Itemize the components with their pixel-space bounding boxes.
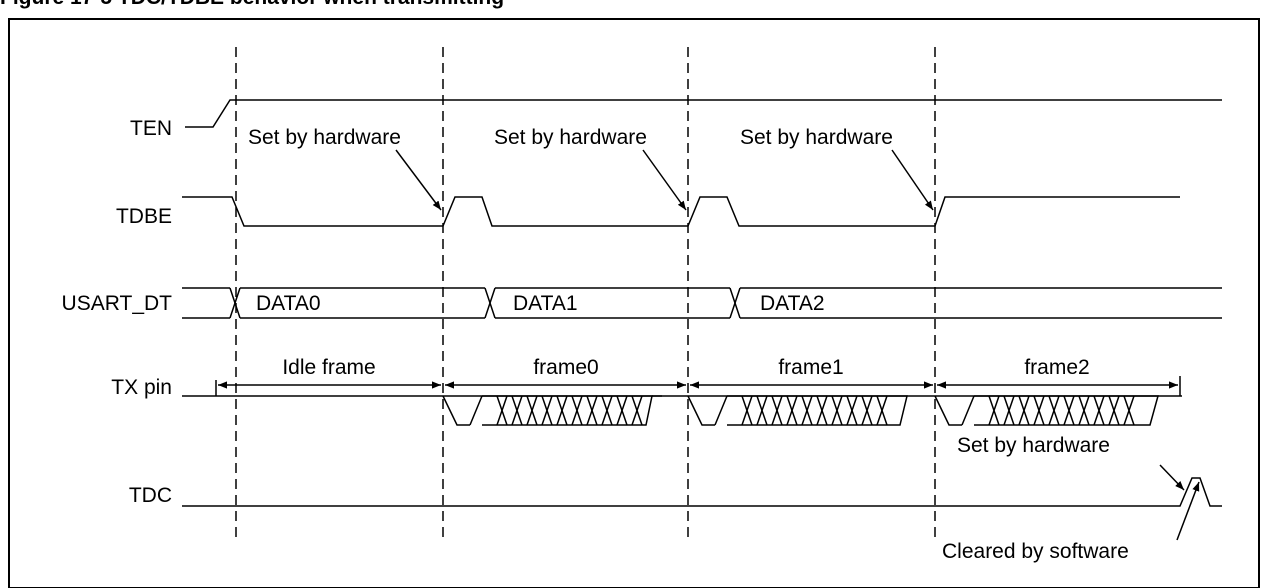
signal-label-usart-dt: USART_DT bbox=[62, 292, 173, 315]
frame-label-0: frame0 bbox=[533, 356, 598, 379]
annotation-set-by-hardware-2: Set by hardware bbox=[740, 126, 893, 149]
signal-label-tdc: TDC bbox=[129, 484, 172, 507]
figure-title: Figure 17-5 TDC/TDBE behavior when trans… bbox=[0, 0, 504, 10]
signal-label-tx-pin: TX pin bbox=[111, 376, 172, 399]
frame-label-idle: Idle frame bbox=[282, 356, 375, 379]
frame-label-1: frame1 bbox=[778, 356, 843, 379]
tdbe-set-arrow-0 bbox=[395, 149, 442, 211]
annotation-set-by-hardware-1: Set by hardware bbox=[494, 126, 647, 149]
tx-frame1-bits bbox=[687, 395, 935, 426]
annotation-cleared-by-software: Cleared by software bbox=[942, 540, 1129, 563]
tdc-cleared-arrow bbox=[1176, 481, 1200, 541]
tx-frame2-bits bbox=[934, 395, 1182, 426]
annotation-set-by-hardware-3: Set by hardware bbox=[957, 434, 1110, 457]
data-word-0: DATA0 bbox=[256, 292, 321, 315]
annotation-set-by-hardware-0: Set by hardware bbox=[248, 126, 401, 149]
signal-label-tdbe: TDBE bbox=[116, 205, 172, 228]
data-word-2: DATA2 bbox=[760, 292, 825, 315]
tdbe-waveform bbox=[182, 196, 1180, 227]
tx-frame0-bits bbox=[442, 395, 688, 426]
data-word-1: DATA1 bbox=[513, 292, 578, 315]
usart-dt-bus bbox=[182, 287, 1222, 319]
tdbe-set-arrow-1 bbox=[642, 149, 687, 211]
frame-label-2: frame2 bbox=[1024, 356, 1089, 379]
signal-label-ten: TEN bbox=[130, 117, 172, 140]
tdc-set-arrow bbox=[1159, 464, 1185, 491]
tdc-waveform bbox=[182, 477, 1222, 507]
ten-waveform bbox=[185, 99, 1222, 128]
tdbe-set-arrow-2 bbox=[891, 149, 934, 211]
diagram-border bbox=[8, 18, 1260, 588]
